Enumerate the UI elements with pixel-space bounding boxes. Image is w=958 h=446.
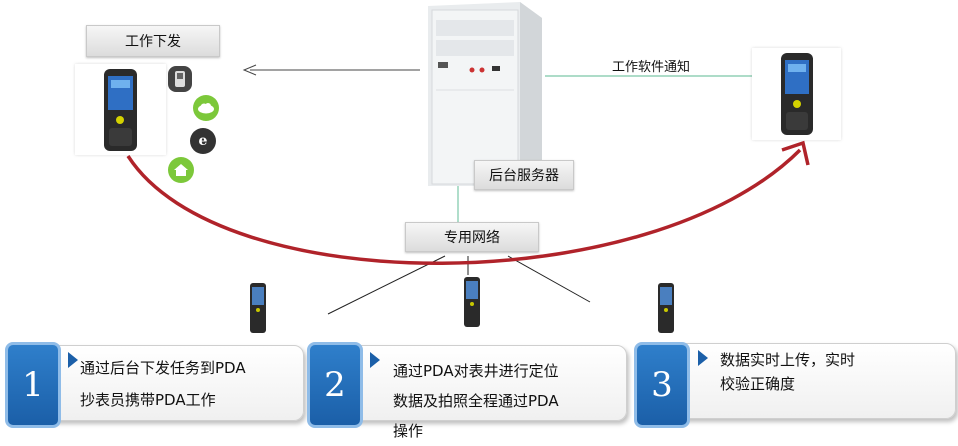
home-icon <box>168 157 194 183</box>
private-network-label: 专用网络 <box>405 222 539 252</box>
step-2-line-1: 通过PDA对表井进行定位 <box>393 362 559 380</box>
server-tower-image <box>428 2 542 186</box>
step-pointer-1 <box>68 352 78 368</box>
step-number-2: 2 <box>307 342 363 428</box>
step-2-line-2: 数据及拍照全程通过PDA <box>393 392 559 410</box>
ie-browser-icon: e <box>190 128 216 154</box>
step-pointer-3 <box>698 350 708 366</box>
phone-icon <box>168 66 192 92</box>
left-pda-card <box>75 64 166 155</box>
step-3-line-2: 校验正确度 <box>720 375 796 393</box>
mini-pda-icon <box>464 277 480 327</box>
mini-pda-icon <box>658 283 674 333</box>
mini-pda-icon <box>250 283 266 333</box>
step-text-2: 通过PDA对表井进行定位 数据及拍照全程通过PDA 操作 <box>393 356 559 446</box>
pda-device-image <box>104 69 137 151</box>
backend-server-label: 后台服务器 <box>474 160 574 190</box>
step-1-line-2: 抄表员携带PDA工作 <box>80 391 216 409</box>
step-1-line-1: 通过后台下发任务到PDA <box>80 359 246 377</box>
work-dispatch-text: 工作下发 <box>125 34 181 50</box>
dispatch-arrow-head <box>242 64 257 76</box>
step-3-line-1: 数据实时上传，实时 <box>720 351 856 369</box>
private-network-text: 专用网络 <box>444 230 500 246</box>
step-card-3 <box>662 343 956 419</box>
network-line-left <box>327 255 446 315</box>
step-2-line-3: 操作 <box>393 422 424 440</box>
step-number-3: 3 <box>634 342 690 428</box>
work-dispatch-label: 工作下发 <box>86 25 220 57</box>
cloud-icon <box>193 95 219 121</box>
step-text-3: 数据实时上传，实时 校验正确度 <box>720 348 855 396</box>
step-number-1: 1 <box>5 342 61 428</box>
step-pointer-2 <box>370 352 380 368</box>
step-card-2 <box>335 345 627 421</box>
pda-device-image-right <box>781 53 813 135</box>
step-text-1: 通过后台下发任务到PDA 抄表员携带PDA工作 <box>80 356 246 412</box>
network-line-right <box>507 255 591 303</box>
workflow-arc <box>126 148 802 265</box>
workflow-arc-head <box>781 140 810 166</box>
backend-server-text: 后台服务器 <box>489 168 559 184</box>
right-pda-card <box>752 48 841 140</box>
software-notify-label: 工作软件通知 <box>612 60 691 75</box>
